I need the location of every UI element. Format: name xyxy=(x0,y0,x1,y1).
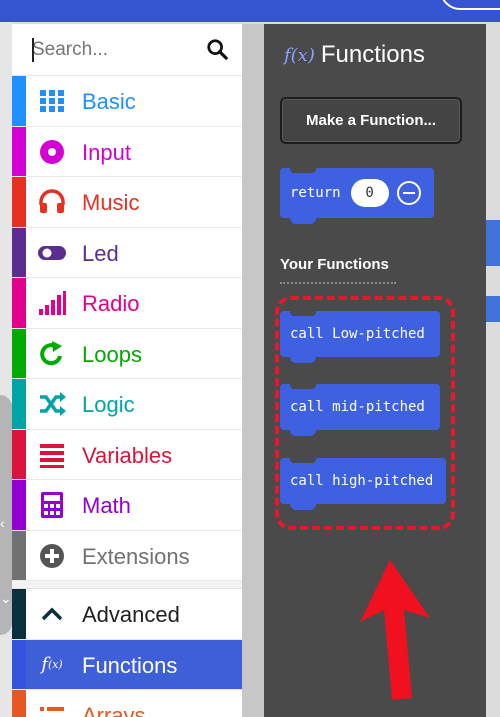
category-label: Music xyxy=(82,190,140,215)
category-stripe xyxy=(12,126,26,176)
toggle-icon xyxy=(38,245,66,260)
fx-icon: f(x) xyxy=(284,44,315,66)
flyout-title: f(x) Functions xyxy=(284,40,425,70)
category-loops[interactable]: Loops xyxy=(12,328,242,379)
toolbox-separator xyxy=(12,581,242,589)
highlight-box xyxy=(275,296,455,530)
lines-icon xyxy=(40,443,64,468)
category-stripe xyxy=(12,690,26,717)
category-stripe xyxy=(12,328,26,378)
category-stripe xyxy=(12,589,26,639)
right-edge-tab[interactable] xyxy=(486,220,500,266)
category-advanced[interactable]: Advanced xyxy=(12,589,242,640)
text-caret xyxy=(32,38,34,62)
category-label: Math xyxy=(82,493,131,518)
category-label: Advanced xyxy=(82,602,180,627)
target-icon xyxy=(40,139,64,164)
plus-circle-icon xyxy=(40,543,64,568)
category-math[interactable]: Math xyxy=(12,480,242,531)
category-label: Extensions xyxy=(82,543,190,569)
category-stripe xyxy=(12,278,26,328)
category-stripe xyxy=(12,227,26,277)
category-functions[interactable]: f(x) Functions xyxy=(12,639,242,690)
top-bar xyxy=(0,0,500,22)
category-stripe xyxy=(12,429,26,479)
category-label: Basic xyxy=(82,89,136,114)
category-label: Variables xyxy=(82,442,173,468)
return-label: return xyxy=(290,185,341,201)
chevron-left-icon: ‹ xyxy=(0,515,5,531)
category-label: Input xyxy=(82,139,131,165)
call-mid-pitched-block[interactable]: call mid-pitched xyxy=(280,383,440,436)
call-high-pitched-block[interactable]: call high-pitched xyxy=(280,457,446,510)
category-music[interactable]: Music xyxy=(12,177,242,228)
signal-bars-icon xyxy=(39,291,66,315)
search-input[interactable] xyxy=(32,36,202,64)
heading-underline xyxy=(280,282,396,284)
flyout-title-label: Functions xyxy=(320,41,425,68)
refresh-icon xyxy=(40,340,62,365)
category-stripe xyxy=(12,480,26,530)
category-label: Functions xyxy=(82,652,178,678)
chevron-up-icon xyxy=(41,607,63,621)
your-functions-heading: Your Functions xyxy=(280,256,389,273)
category-radio[interactable]: Radio xyxy=(12,278,242,329)
category-basic[interactable]: Basic xyxy=(12,76,242,127)
category-stripe xyxy=(12,177,26,227)
call-low-pitched-block[interactable]: call Low-pitched xyxy=(280,310,440,363)
right-edge-tab[interactable] xyxy=(486,296,500,322)
category-arrays[interactable]: Arrays xyxy=(12,690,242,717)
category-label: Arrays xyxy=(82,703,146,717)
toolbox: Basic Input Music Led Radio xyxy=(12,24,242,717)
grid-icon xyxy=(40,90,64,112)
return-block[interactable]: return 0 xyxy=(280,167,434,224)
category-variables[interactable]: Variables xyxy=(12,429,242,480)
list-icon xyxy=(40,707,64,711)
category-label: Radio xyxy=(82,291,140,316)
category-stripe xyxy=(12,530,26,580)
category-label: Loops xyxy=(82,341,142,367)
category-stripe xyxy=(12,76,26,126)
chevron-down-icon: ⌄ xyxy=(0,590,12,606)
fx-icon: f(x) xyxy=(41,654,63,675)
category-label: Logic xyxy=(82,392,135,417)
shuffle-icon xyxy=(40,392,66,416)
headphones-icon xyxy=(39,189,65,213)
make-function-button[interactable]: Make a Function... xyxy=(280,97,462,144)
side-collapse-handle[interactable]: ‹⌄ xyxy=(0,395,12,635)
toolbox-scrollbar[interactable] xyxy=(242,24,264,717)
category-stripe xyxy=(12,379,26,429)
category-extensions[interactable]: Extensions xyxy=(12,530,242,581)
right-background xyxy=(486,22,500,717)
calculator-icon xyxy=(41,492,63,518)
category-label: Led xyxy=(82,240,119,266)
category-input[interactable]: Input xyxy=(12,126,242,177)
arrow-up-icon xyxy=(360,560,430,700)
toolbox-search xyxy=(12,24,242,76)
return-value-input[interactable]: 0 xyxy=(350,179,389,207)
category-led[interactable]: Led xyxy=(12,227,242,278)
minus-circle-icon[interactable] xyxy=(396,181,421,205)
category-stripe xyxy=(12,639,26,689)
search-icon[interactable] xyxy=(206,38,228,60)
category-logic[interactable]: Logic xyxy=(12,379,242,430)
top-bar-button[interactable] xyxy=(440,0,500,10)
